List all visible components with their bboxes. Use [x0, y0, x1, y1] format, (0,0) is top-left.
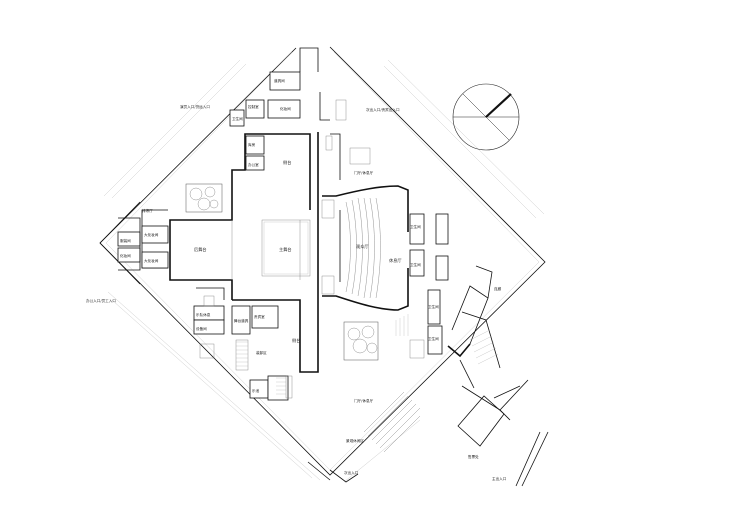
label-entrance-south-2: 主出入口 — [492, 476, 507, 481]
label-wc1: 卫生间 — [410, 224, 421, 229]
label-restroom: 卫生间 — [232, 116, 243, 121]
label-wc4: 卫生间 — [428, 336, 439, 341]
tree-icon — [343, 321, 379, 361]
label-lobby-south: 门厅/休息厅 — [354, 398, 374, 403]
label-office: 办公室 — [248, 162, 259, 167]
label-bridge: 连廊 — [494, 286, 502, 291]
label-side-stage-bottom: 侧台 — [292, 337, 300, 344]
entrance-lines — [307, 133, 359, 483]
label-wc2: 卫生间 — [410, 262, 421, 267]
label-side-stage-left: 后舞台 — [194, 246, 207, 253]
label-landscape-plaza: 景观休闲区 — [346, 438, 364, 443]
label-foyer: 休息厅 — [389, 257, 402, 264]
label-dressing-1: 大化妆间 — [144, 232, 159, 237]
label-tech: 设备间 — [196, 326, 207, 331]
outer-envelope — [99, 46, 546, 483]
stairs — [236, 314, 421, 453]
east-wing — [447, 265, 549, 487]
label-prop-room: 道具间 — [274, 78, 285, 83]
label-rehearsal: 排练厅 — [142, 208, 153, 213]
label-office-entrance: 办公入口/员工入口 — [86, 298, 116, 303]
label-entrance-west: 演员入口/货运入口 — [180, 104, 210, 109]
north-rooms — [229, 47, 371, 171]
label-entrance-north: 次出入口/贵宾出入口 — [366, 107, 400, 112]
label-makeup-room: 化妆间 — [280, 106, 291, 111]
auditorium — [321, 185, 449, 359]
tree-icon — [185, 183, 223, 213]
label-lobby-north: 门厅/休息厅 — [354, 170, 374, 175]
label-wig: 化妆间 — [120, 253, 131, 258]
label-wc3: 卫生间 — [428, 304, 439, 309]
label-side-stage-top: 侧台 — [283, 159, 291, 166]
stage-block — [169, 132, 319, 373]
room-labels: 主舞台 后舞台 侧台 侧台 观众厅 休息厅 道具间 化妆间 控制室 办公室 库房… — [86, 78, 507, 481]
label-store: 库房 — [248, 142, 256, 147]
label-ticket-office: 售票处 — [468, 454, 479, 459]
label-vip: 贵宾室 — [254, 314, 265, 319]
label-costume: 服装间 — [120, 238, 131, 243]
label-props-store: 舞台道具 — [234, 318, 249, 323]
label-orchestra: 乐队休息 — [196, 312, 211, 317]
west-rooms — [99, 201, 169, 285]
label-band: 乐池 — [252, 388, 260, 393]
south-rooms — [193, 287, 293, 401]
label-main-stage: 主舞台 — [279, 246, 292, 253]
label-auditorium: 观众厅 — [356, 244, 369, 250]
label-entrance-south: 次出入口 — [344, 470, 359, 475]
label-control-room: 控制室 — [248, 104, 259, 109]
compass-icon — [452, 83, 520, 151]
label-loading: 装卸区 — [256, 350, 267, 355]
label-dressing-2: 大化妆间 — [144, 258, 159, 263]
